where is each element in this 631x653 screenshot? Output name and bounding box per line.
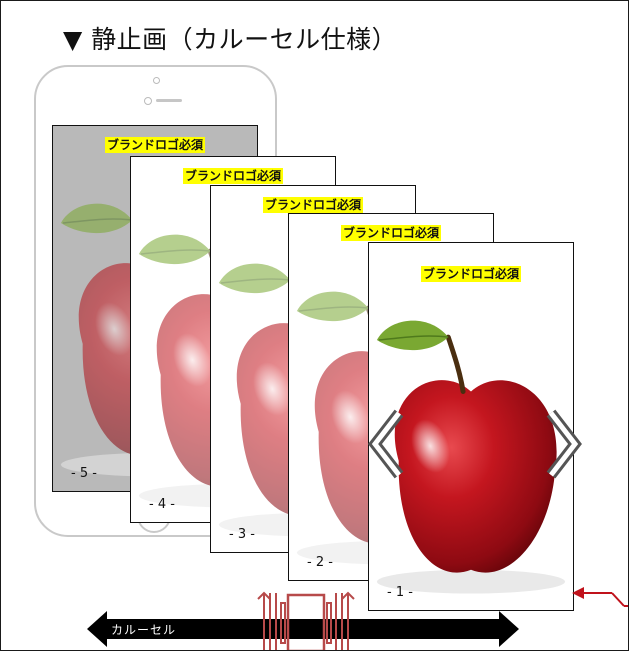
phone-speaker xyxy=(156,99,182,102)
page-title: ▼ 静止画（カルーセル仕様） xyxy=(63,25,398,54)
card-number: - 4 - xyxy=(149,497,175,512)
brand-logo-label: ブランドロゴ必須 xyxy=(104,137,205,153)
brand-logo-label: ブランドロゴ必須 xyxy=(340,225,441,241)
phone-sensor xyxy=(153,77,160,84)
brand-logo-label: ブランドロゴ必須 xyxy=(182,168,283,184)
card-number: - 3 - xyxy=(229,527,255,542)
carousel-label: カルーセル xyxy=(111,623,177,637)
card-number: - 2 - xyxy=(307,555,333,570)
brand-logo-label: ブランドロゴ必須 xyxy=(420,266,521,282)
swipe-icon xyxy=(257,591,355,650)
carousel-double-arrow xyxy=(87,611,519,647)
card-number: - 1 - xyxy=(387,585,413,600)
phone-camera xyxy=(144,97,152,105)
brand-logo-label: ブランドロゴ必須 xyxy=(262,197,363,213)
pointer-arrow-icon xyxy=(572,587,628,607)
carousel-card-1[interactable]: ブランドロゴ必須 - 1 - xyxy=(368,242,574,611)
card-number: - 5 - xyxy=(71,466,97,481)
chevron-right-icon[interactable] xyxy=(543,409,583,479)
chevron-left-icon[interactable] xyxy=(367,409,407,479)
